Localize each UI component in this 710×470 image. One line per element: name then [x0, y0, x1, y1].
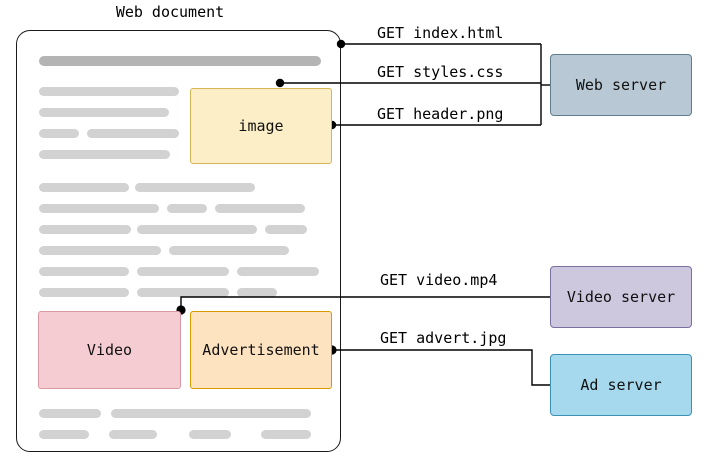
request-label-video: GET video.mp4 [380, 271, 498, 289]
skeleton-bar [137, 267, 229, 276]
skeleton-bar [237, 267, 319, 276]
skeleton-bar [137, 225, 257, 234]
skeleton-bar [39, 150, 170, 159]
server-box-video[interactable]: Video server [550, 266, 692, 328]
page-title: Web document [115, 3, 225, 21]
skeleton-bar [215, 204, 305, 213]
endpoint-dot-index [336, 39, 346, 49]
skeleton-bar [39, 288, 129, 297]
skeleton-bar [39, 183, 129, 192]
skeleton-bar [169, 246, 289, 255]
skeleton-bar [109, 430, 157, 439]
skeleton-bar [39, 87, 179, 96]
endpoint-dot-styles [275, 78, 285, 88]
connector-video [180, 296, 550, 310]
connector-advert [332, 349, 550, 386]
skeleton-bar [39, 108, 169, 117]
skeleton-bar [237, 288, 277, 297]
skeleton-bar [189, 430, 231, 439]
request-label-styles: GET styles.css [377, 63, 504, 81]
skeleton-bar [39, 129, 79, 138]
skeleton-bar [39, 56, 321, 66]
skeleton-bar [111, 409, 311, 418]
skeleton-bar [167, 204, 207, 213]
skeleton-bar [261, 430, 311, 439]
content-box-image[interactable]: image [190, 88, 332, 164]
request-label-advert: GET advert.jpg [380, 329, 507, 347]
skeleton-bar [39, 430, 89, 439]
request-label-header: GET header.png [377, 105, 504, 123]
skeleton-bar [39, 204, 159, 213]
skeleton-bar [265, 225, 307, 234]
server-box-web[interactable]: Web server [550, 54, 692, 116]
content-box-advertisement[interactable]: Advertisement [190, 311, 332, 389]
skeleton-bar [39, 409, 101, 418]
content-box-video[interactable]: Video [38, 311, 181, 389]
skeleton-bar [39, 225, 131, 234]
skeleton-bar [39, 246, 161, 255]
request-label-index: GET index.html [377, 24, 504, 42]
skeleton-bar [87, 129, 179, 138]
skeleton-bar [39, 267, 129, 276]
skeleton-bar [137, 288, 229, 297]
server-box-ad[interactable]: Ad server [550, 354, 692, 416]
skeleton-bar [135, 183, 255, 192]
